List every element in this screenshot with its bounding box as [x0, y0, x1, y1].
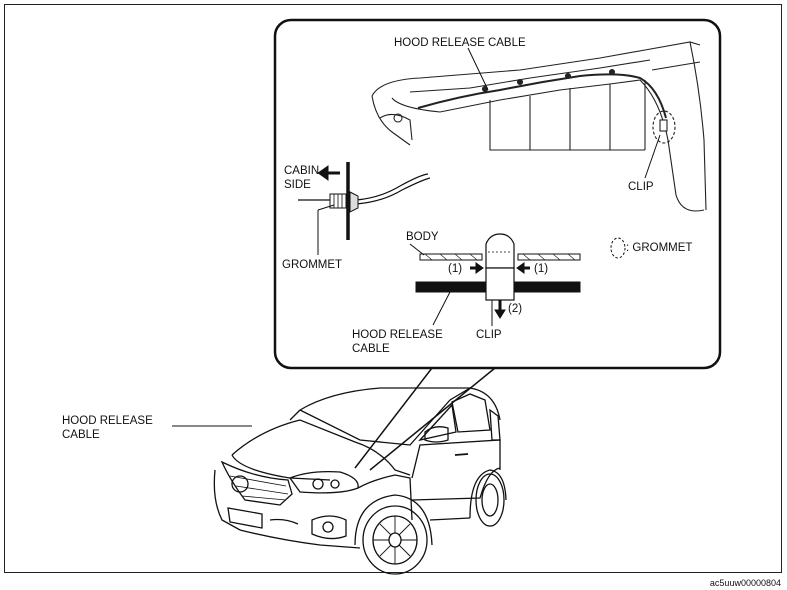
- clip-body-detail: [415, 233, 581, 319]
- label-clip-detail: CLIP: [476, 329, 502, 341]
- label-clip-right: CLIP: [628, 181, 654, 193]
- label-step2: (2): [508, 303, 523, 315]
- label-step1-left: (1): [448, 263, 463, 275]
- firewall-detail: [298, 162, 431, 240]
- label-hood-release-cable-detail-line2: CABLE: [352, 343, 390, 355]
- figure-frame: [4, 4, 782, 573]
- vehicle-drawing: [213, 387, 507, 575]
- label-body: BODY: [406, 231, 439, 243]
- label-hood-release-cable-detail-line1: HOOD RELEASE: [352, 329, 443, 341]
- detail-callout-box: [273, 18, 722, 370]
- label-hood-release-cable-car-line1: HOOD RELEASE: [62, 415, 153, 427]
- figure-code: ac5uuw00000804: [709, 578, 781, 588]
- grommet-marker-ellipse: [652, 110, 676, 144]
- cabin-side-arrow: [317, 165, 340, 181]
- label-cabin-side-line1: CABIN: [284, 165, 320, 177]
- label-step1-right: (1): [534, 263, 549, 275]
- label-grommet-legend: : GROMMET: [626, 242, 693, 254]
- label-grommet: GROMMET: [282, 259, 343, 271]
- callout-pointer-left: [354, 367, 433, 469]
- label-cabin-side-line2: SIDE: [284, 179, 311, 191]
- label-hood-release-cable-car-line2: CABLE: [62, 429, 100, 441]
- label-hood-release-cable-top: HOOD RELEASE CABLE: [394, 37, 526, 49]
- grommet-legend-ellipse: [610, 237, 626, 259]
